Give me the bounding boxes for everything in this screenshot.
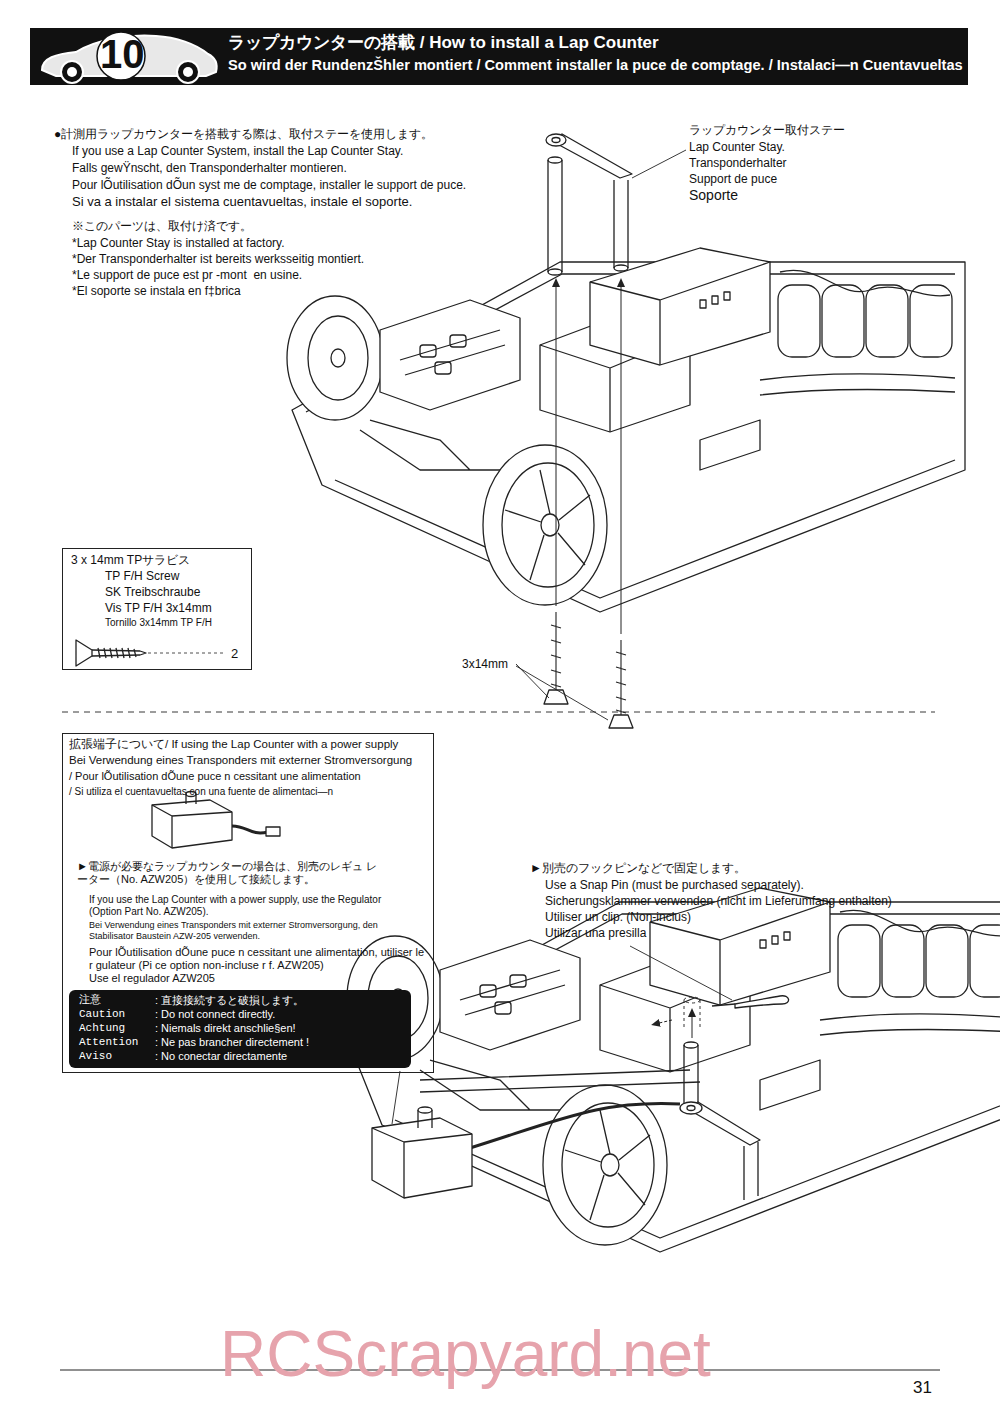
note-box: 拡張端子について/ If using the Lap Counter with … (62, 733, 434, 1073)
note-text: *El soporte se instala en f‡brica (72, 284, 241, 298)
step-number: 10 (100, 30, 145, 78)
part-label: Lap Counter Stay. (689, 140, 785, 154)
caution-term: Aviso (79, 1050, 112, 1063)
caution-term: 注意 (79, 994, 101, 1007)
instruction-text: Utilizar una presilla (545, 926, 646, 940)
note-text: ※このパーツは、取付け済です。 (72, 219, 252, 233)
watermark: RCScrapyard.net (220, 1316, 711, 1393)
instruction-text: ►別売のフックピンなどで固定します。 (530, 861, 746, 875)
caution-text: : No conectar directamente (155, 1050, 287, 1063)
part-name: TP F/H Screw (105, 569, 179, 583)
part-label: Soporte (689, 187, 738, 204)
note-text: Use el regulador AZW205 (89, 972, 215, 985)
step-header-band: 10 ラップカウンターの搭載 / How to install a Lap Cou… (30, 28, 968, 85)
caution-text: : Ne pas brancher directement ! (155, 1036, 309, 1049)
page-number: 31 (913, 1378, 932, 1398)
note-heading: Bei Verwendung eines Transponders mit ex… (69, 754, 412, 768)
note-heading: / Pour lÕutilisation dÕune puce n cessit… (69, 770, 361, 783)
instruction-text: Use a Snap Pin (must be purchased separa… (545, 878, 804, 892)
instruction-text: Sicherungsklammer verwenden (nicht im Li… (545, 894, 892, 908)
quantity-number: 2 (231, 646, 238, 662)
caution-term: Attention (79, 1036, 138, 1049)
note-heading: / Si utiliza el cuentavueltas con una fu… (69, 786, 333, 798)
step-title: ラップカウンターの搭載 / How to install a Lap Count… (228, 33, 659, 53)
note-text: *Der Transponderhalter ist bereits werks… (72, 252, 364, 266)
step-title: So wird der RundenzŠhler montiert / Comm… (228, 57, 963, 75)
instruction-text: Utiliser un clip. (Non-inclus) (545, 910, 691, 924)
note-text: ►電源が必要なラップカウンターの場合は、別売のレギュ レーター（No. AZW2… (77, 860, 377, 886)
note-text: Bei Verwendung eines Transponders mit ex… (89, 920, 409, 942)
note-text: *Le support de puce est pr -mont en usin… (72, 268, 302, 282)
caution-text: : Do not connect directly. (155, 1008, 275, 1021)
part-label: ラップカウンター取付ステー (689, 123, 845, 137)
part-name: SK Treibschraube (105, 585, 200, 599)
parts-box: 3 x 14mm TPサラビス TP F/H Screw SK Treibschra… (62, 548, 252, 670)
note-text: If you use the Lap Counter with a power … (89, 894, 409, 918)
note-heading: 拡張端子について/ If using the Lap Counter with … (69, 738, 398, 752)
instruction-text: ●計測用ラップカウンターを搭載する際は、取付ステーを使用します。 (54, 127, 433, 141)
part-name: Vis TP F/H 3x14mm (105, 601, 212, 615)
instruction-text: If you use a Lap Counter System, install… (72, 144, 403, 158)
caution-text: : Niemals direkt anschlie§en! (155, 1022, 296, 1035)
dimension-label: 3x14mm (462, 657, 508, 671)
part-label: Transponderhalter (689, 156, 787, 170)
instruction-text: Si va a instalar el sistema cuentavuelta… (72, 194, 412, 210)
note-text: Pour lÕutilisation dÕune puce n cessitan… (89, 946, 429, 972)
part-label: Support de puce (689, 172, 777, 186)
caution-term: Caution (79, 1008, 125, 1021)
caution-box: 注意 : 直接接続すると破損します。 Caution : Do not connect… (69, 990, 411, 1068)
instruction-text: Pour lÕutilisation dÕun syst me de compt… (72, 178, 466, 192)
part-name: Tornillo 3x14mm TP F/H (105, 617, 212, 629)
instruction-text: Falls gewŸnscht, den Transponderhalter m… (72, 161, 347, 175)
caution-term: Achtung (79, 1022, 125, 1035)
caution-text: : 直接接続すると破損します。 (155, 994, 304, 1007)
part-name: 3 x 14mm TPサラビス (71, 553, 190, 567)
note-text: *Lap Counter Stay is installed at factor… (72, 236, 285, 250)
